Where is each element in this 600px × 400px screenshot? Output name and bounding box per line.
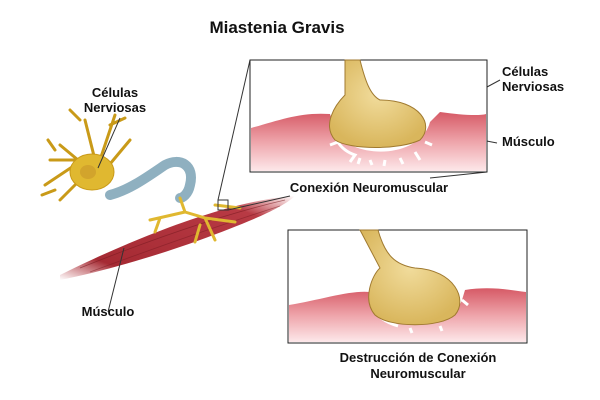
label-nerve-cells-line2: Nerviosas: [84, 100, 146, 115]
diagram-title: Miastenia Gravis: [209, 18, 344, 37]
muscle-fiber: [60, 196, 295, 280]
label-inset-muscle: Músculo: [502, 134, 555, 149]
inset-destroyed-junction: [287, 229, 528, 344]
label-destruction-line2: Neuromuscular: [370, 366, 465, 381]
axon-terminal-branches: [148, 196, 242, 244]
junction-marker: [217, 199, 229, 211]
nucleus: [80, 165, 96, 179]
label-junction: Conexión Neuromuscular: [290, 180, 448, 195]
label-nerve-cells-line1: Células: [92, 85, 138, 100]
nerve-cell: [40, 108, 132, 202]
myelin-sheath: [105, 156, 196, 203]
label-muscle: Músculo: [82, 304, 135, 319]
label-destruction-line1: Destrucción de Conexión: [340, 350, 497, 365]
inset-normal-junction: [249, 59, 488, 173]
label-inset-nerve-cells-line1: Células: [502, 64, 548, 79]
label-inset-nerve-cells-line2: Nerviosas: [502, 79, 564, 94]
